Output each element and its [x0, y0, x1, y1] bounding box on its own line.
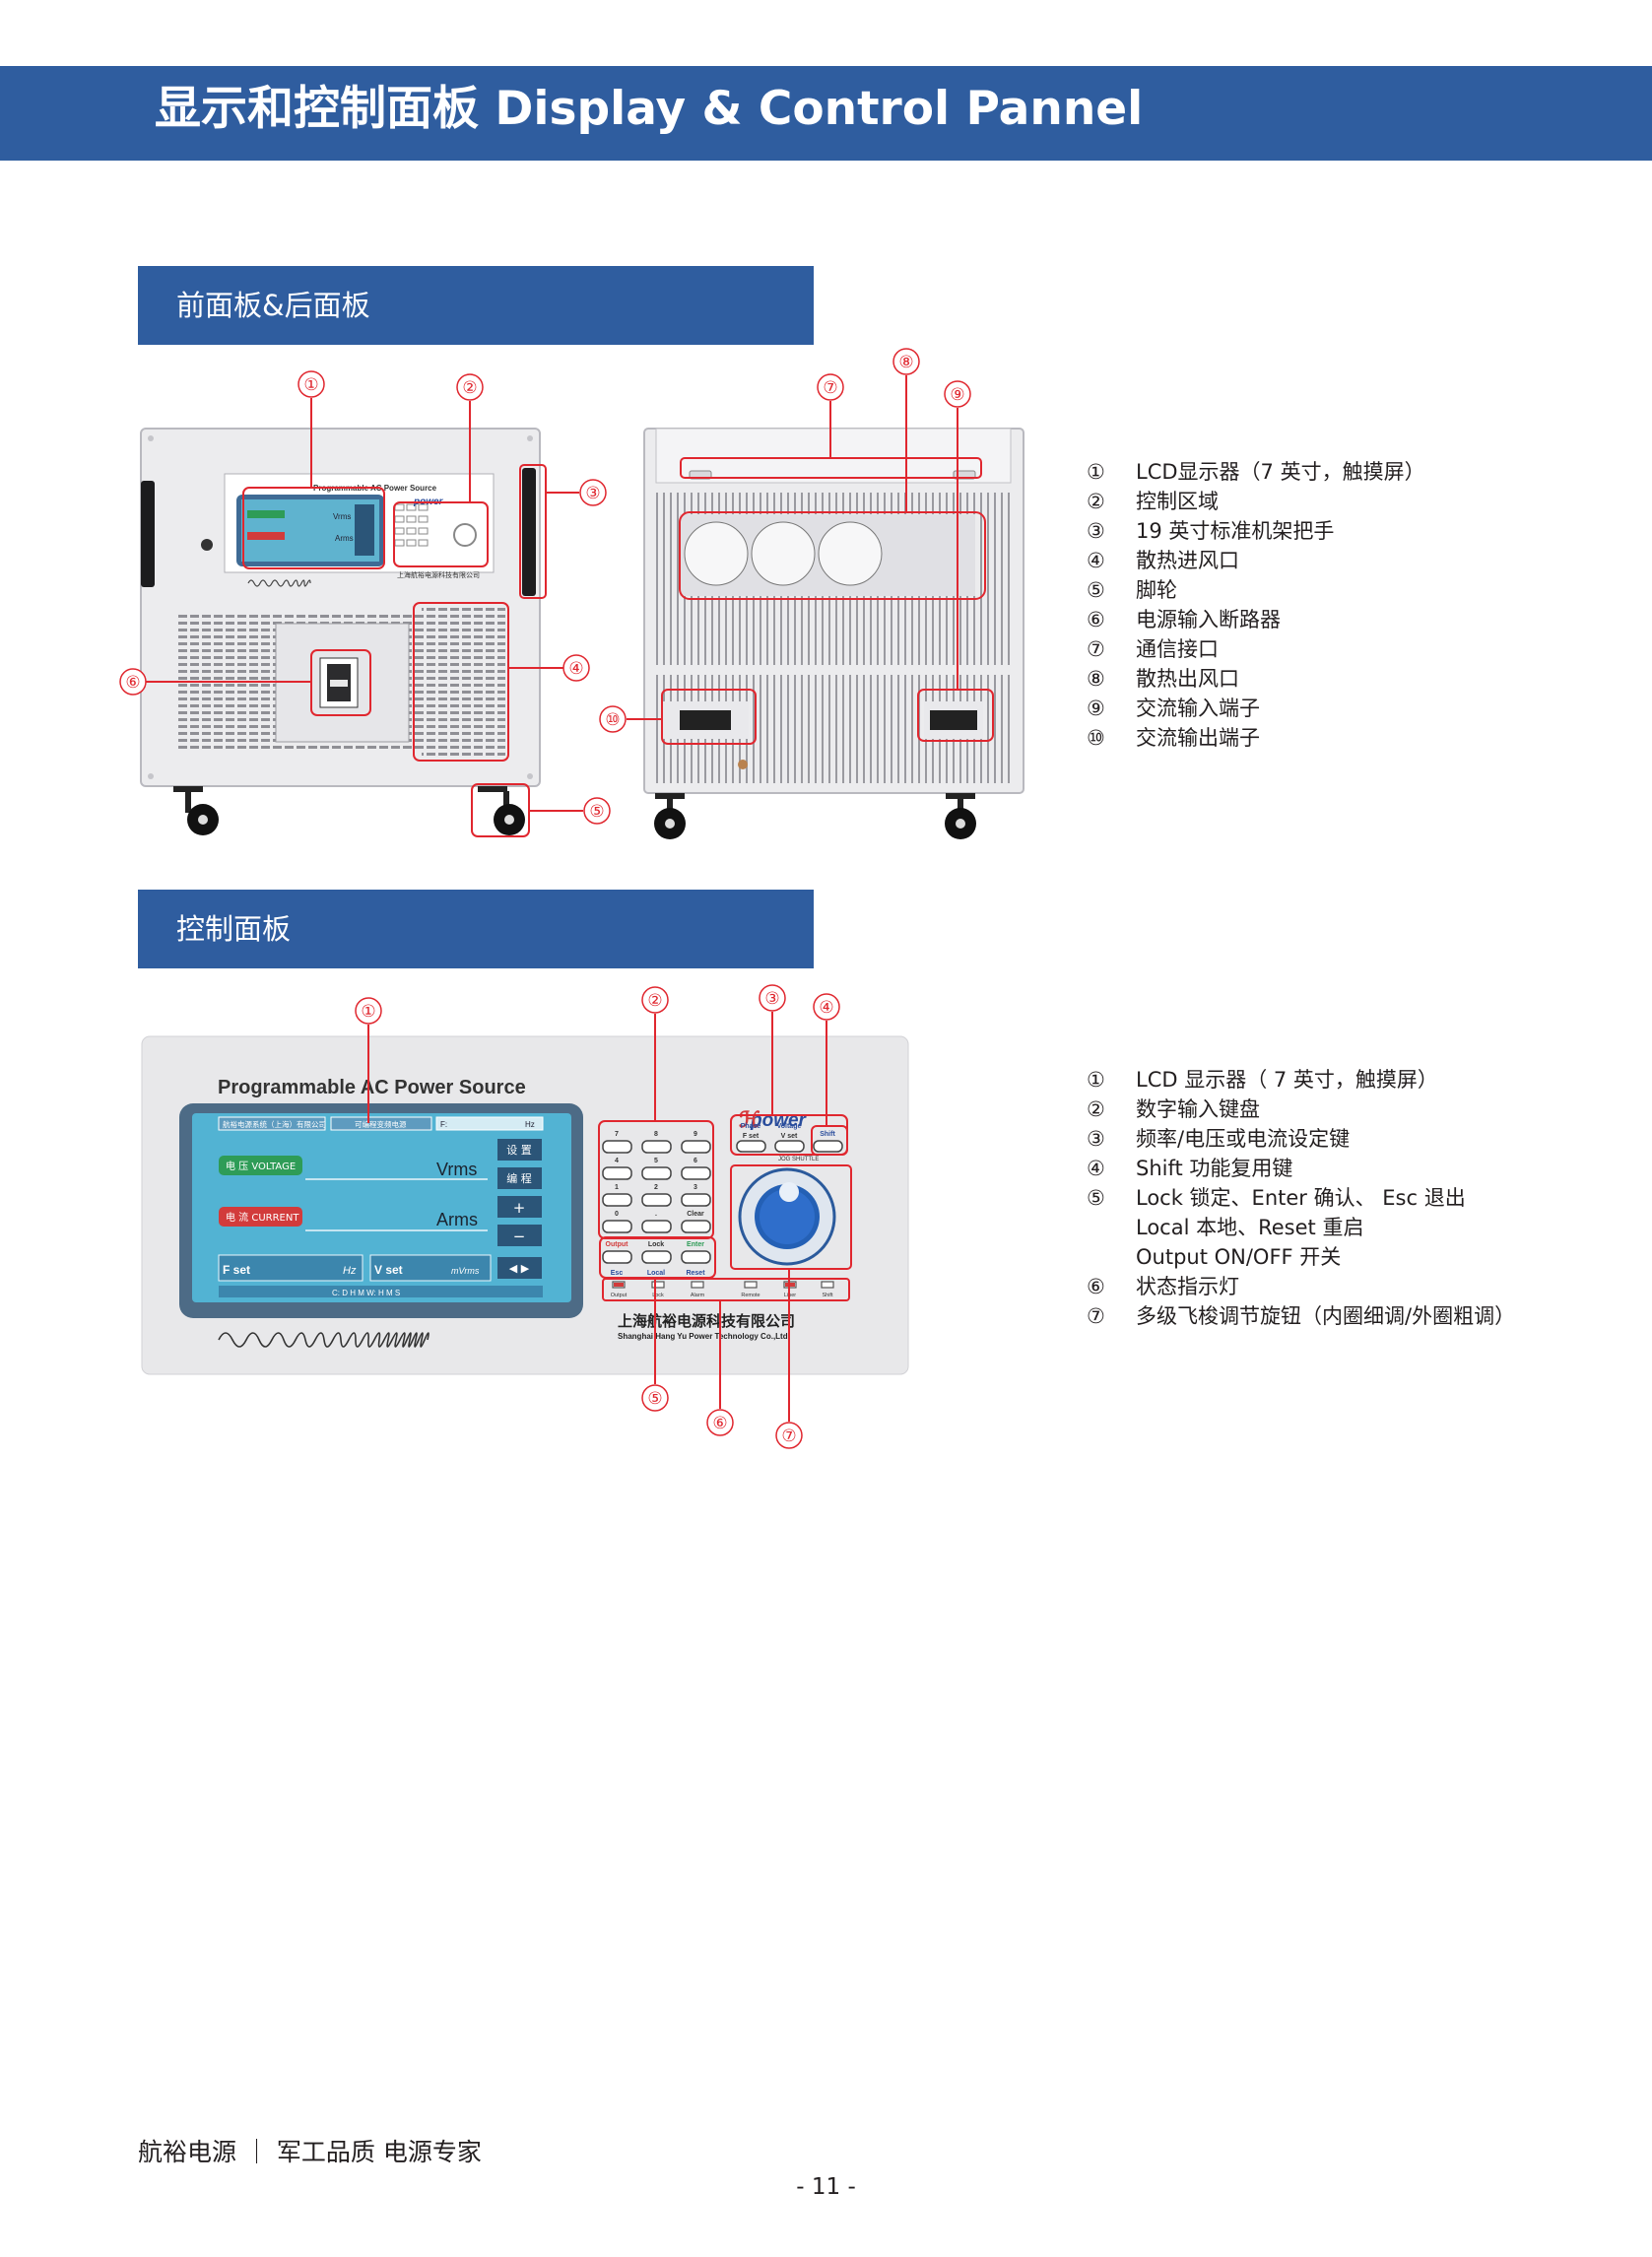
- svg-text:9: 9: [694, 1131, 697, 1138]
- svg-text:Reset: Reset: [686, 1270, 705, 1277]
- callout-7: ⑦: [823, 378, 837, 398]
- callout-1: ①: [303, 375, 318, 395]
- callout-8: ⑧: [898, 353, 913, 372]
- svg-text:Arms: Arms: [436, 1210, 478, 1229]
- svg-text:F:: F:: [440, 1120, 447, 1129]
- svg-text:Remote: Remote: [741, 1293, 760, 1298]
- svg-text:Alarm: Alarm: [691, 1293, 705, 1298]
- callout-6b: ⑥: [712, 1414, 727, 1433]
- callout-4: ④: [568, 659, 583, 679]
- svg-text:Phase: Phase: [741, 1123, 761, 1130]
- section-header-control: [138, 890, 814, 968]
- svg-text:V set: V set: [781, 1133, 798, 1140]
- svg-text:Shift: Shift: [822, 1293, 832, 1298]
- page-title: 显示和控制面板 Display & Control Pannel: [155, 82, 1144, 136]
- svg-text:Clear: Clear: [687, 1211, 704, 1218]
- svg-text:Voltage: Voltage: [777, 1123, 802, 1130]
- control-panel: Programmable AC Power Source 航裕电源系统（上海）有…: [141, 1035, 909, 1375]
- callout-3b: ③: [764, 989, 779, 1009]
- svg-text:0: 0: [615, 1211, 619, 1218]
- svg-text:Enter: Enter: [687, 1241, 704, 1248]
- front-panel: Programmable AC Power Source Vrms Arms p…: [140, 428, 541, 835]
- callout-5: ⑤: [589, 802, 604, 822]
- svg-text:ℋ: ℋ: [739, 1107, 760, 1132]
- section-title-control: 控制面板: [176, 912, 292, 946]
- svg-text:Hz: Hz: [343, 1265, 357, 1277]
- company-cn: 上海航裕电源科技有限公司: [618, 1312, 795, 1330]
- callout-6: ⑥: [125, 673, 140, 693]
- company-en: Shanghai Hang Yu Power Technology Co.,Lt…: [618, 1332, 788, 1341]
- svg-text:Hz: Hz: [525, 1120, 535, 1129]
- svg-text:航裕电源系统（上海）有限公司: 航裕电源系统（上海）有限公司: [223, 1119, 326, 1129]
- svg-text:mVrms: mVrms: [451, 1266, 480, 1276]
- svg-text:Shift: Shift: [820, 1131, 835, 1138]
- svg-text:F set: F set: [223, 1263, 250, 1277]
- svg-text:V set: V set: [374, 1263, 403, 1277]
- rack-handle-left: [141, 481, 155, 587]
- svg-text:3: 3: [694, 1184, 697, 1191]
- callout-7b: ⑦: [781, 1427, 796, 1446]
- section-title-front-rear: 前面板&后面板: [176, 289, 370, 322]
- footer-slogan: 航裕电源 ｜ 军工品质 电源专家: [138, 2138, 482, 2166]
- svg-text:Vrms: Vrms: [436, 1160, 477, 1179]
- svg-text:Liner: Liner: [784, 1293, 796, 1298]
- section-header-front-rear: [138, 266, 814, 345]
- callout-9: ⑨: [950, 385, 964, 405]
- svg-text:Esc: Esc: [611, 1270, 624, 1277]
- page-number: - 11 -: [796, 2174, 856, 2200]
- callout-2: ②: [462, 378, 477, 398]
- svg-text:C: D H M W: H: C: D H M W: H M S: [332, 1289, 400, 1297]
- svg-text:◀ ▶: ◀ ▶: [509, 1262, 530, 1275]
- control-panel-figure: Programmable AC Power Source 航裕电源系统（上海）有…: [141, 984, 909, 1449]
- current-tag: 电 流 CURRENT: [226, 1211, 299, 1224]
- svg-text:+: +: [513, 1199, 526, 1217]
- svg-text:4: 4: [615, 1158, 619, 1164]
- svg-text:可编程变频电源: 可编程变频电源: [355, 1119, 407, 1129]
- svg-text:.: .: [655, 1211, 657, 1218]
- svg-text:F set: F set: [743, 1133, 760, 1140]
- svg-text:Arms: Arms: [335, 534, 354, 543]
- callout-2b: ②: [647, 991, 662, 1011]
- svg-text:JOG SHUTTLE: JOG SHUTTLE: [778, 1157, 819, 1162]
- callout-3: ③: [585, 484, 600, 503]
- svg-text:Lock: Lock: [648, 1241, 664, 1248]
- callout-10: ⑩: [605, 710, 620, 730]
- svg-text:Output: Output: [611, 1293, 628, 1298]
- svg-text:设 置: 设 置: [506, 1144, 532, 1157]
- rear-panel: [643, 428, 1024, 839]
- svg-text:Output: Output: [606, 1241, 629, 1248]
- svg-text:8: 8: [654, 1131, 658, 1138]
- front-rear-panel-figure: Programmable AC Power Source Vrms Arms p…: [119, 348, 1024, 839]
- svg-text:6: 6: [694, 1158, 697, 1164]
- svg-text:−: −: [513, 1228, 526, 1245]
- title-bar: [0, 66, 1652, 161]
- svg-text:编 程: 编 程: [506, 1171, 532, 1185]
- svg-text:1: 1: [615, 1184, 619, 1191]
- svg-text:7: 7: [615, 1131, 619, 1138]
- svg-text:Local: Local: [647, 1270, 665, 1277]
- callout-4b: ④: [819, 998, 833, 1018]
- svg-text:上海航裕电源科技有限公司: 上海航裕电源科技有限公司: [397, 570, 480, 579]
- svg-text:2: 2: [654, 1184, 658, 1191]
- svg-text:Lock: Lock: [652, 1293, 664, 1298]
- callout-highlights-1: [242, 457, 994, 837]
- rack-handle-right: [522, 468, 536, 596]
- svg-text:5: 5: [654, 1158, 658, 1164]
- callout-1b: ①: [361, 1002, 375, 1022]
- svg-text:Vrms: Vrms: [333, 512, 351, 521]
- callout-5b: ⑤: [647, 1389, 662, 1409]
- panel-title: Programmable AC Power Source: [218, 1077, 526, 1098]
- voltage-tag: 电 压 VOLTAGE: [226, 1160, 296, 1172]
